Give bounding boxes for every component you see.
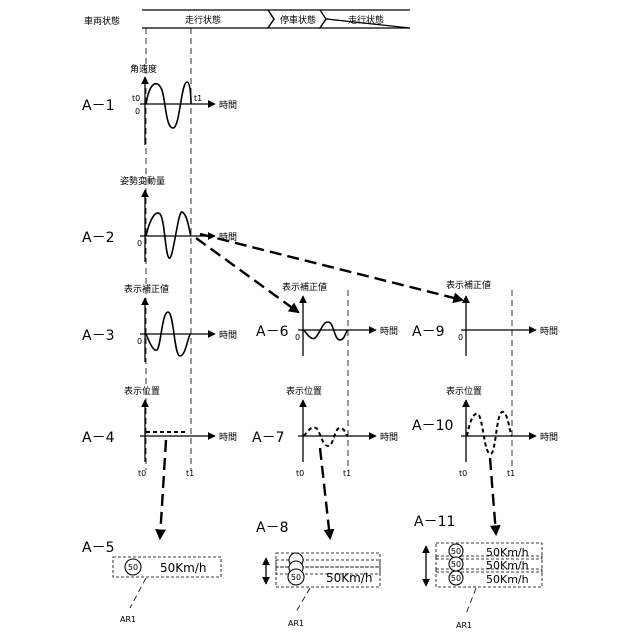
panel-label-a7: A－7	[252, 430, 284, 446]
speed-text-a11-top: 50Km/h	[486, 546, 529, 559]
panel-label-a5: A－5	[82, 540, 114, 556]
panel-a7: A－7 表示位置 時間 t0 t1	[252, 385, 398, 478]
panel-a5: A－5 50 50Km/h AR1	[82, 540, 221, 624]
sign-value-a5: 50	[128, 563, 138, 572]
speed-text-a11-bottom: 50Km/h	[486, 573, 529, 586]
panel-a10: A－10 表示位置 時間 t0 t1	[412, 385, 558, 478]
driving-state-2: 走行状態	[348, 14, 384, 26]
display-position-title-a4: 表示位置	[124, 385, 160, 397]
panel-a6: A－6 表示補正値 時間 0	[256, 281, 398, 356]
angular-velocity-wave	[146, 82, 191, 128]
posture-change-title: 姿勢変動量	[120, 175, 165, 187]
time-label-a7: 時間	[380, 432, 398, 443]
flow-arrow-a7-a8	[320, 448, 330, 538]
panel-label-a1: A－1	[82, 98, 114, 114]
panel-label-a10: A－10	[412, 418, 453, 434]
display-position-title-a7: 表示位置	[286, 385, 322, 397]
time-label-a9: 時間	[540, 326, 558, 337]
zero-label-a3: 0	[137, 337, 142, 346]
area-label-a11: AR1	[456, 621, 472, 630]
flow-arrow-a2-a6	[196, 238, 298, 312]
t1-label-a10: t1	[507, 469, 515, 478]
speed-text-a11-mid: 50Km/h	[486, 559, 529, 572]
zero-label-a6: 0	[295, 333, 300, 342]
panel-a4: A－4 表示位置 時間 t0 t1	[82, 385, 237, 478]
panel-label-a11: A－11	[414, 514, 455, 530]
time-label-a4: 時間	[219, 432, 237, 443]
speed-text-a8: 50Km/h	[326, 571, 372, 585]
sign-value-a11-bottom: 50	[451, 574, 461, 583]
zero-label-a1: 0	[135, 107, 140, 116]
vehicle-state-label: 車両状態	[84, 15, 120, 27]
zero-label-a9: 0	[458, 333, 463, 342]
time-label-a6: 時間	[380, 326, 398, 337]
panel-a9: A－9 表示補正値 時間 0	[412, 279, 558, 356]
t1-label-a1: t1	[194, 94, 202, 103]
time-label-a3: 時間	[219, 330, 237, 341]
panel-label-a9: A－9	[412, 324, 444, 340]
panel-a1: A－1 角速度 時間 0 t0 t1	[82, 63, 237, 145]
panel-label-a8: A－8	[256, 520, 288, 536]
stopped-state: 停車状態	[280, 14, 316, 26]
panel-a3: A－3 表示補正値 時間 0	[82, 283, 237, 362]
flow-arrow-a4-a5	[160, 440, 166, 538]
panel-a8: A－8 50 50Km/h AR1	[256, 520, 380, 628]
t0-label-a10: t0	[459, 469, 467, 478]
flow-arrows	[160, 234, 496, 538]
posture-change-wave	[146, 212, 191, 258]
panel-label-a6: A－6	[256, 324, 289, 340]
vehicle-state-header: 車両状態 走行状態 停車状態 走行状態	[84, 10, 410, 28]
time-label-a1: 時間	[219, 100, 237, 111]
angular-velocity-title: 角速度	[130, 63, 157, 75]
position-wave-a7	[304, 427, 348, 446]
t1-label-a4: t1	[186, 469, 194, 478]
speed-text-a5: 50Km/h	[160, 561, 206, 575]
display-position-title-a10: 表示位置	[446, 385, 482, 397]
sign-value-a8: 50	[291, 573, 301, 582]
t1-label-a7: t1	[343, 469, 351, 478]
correction-wave-a6	[304, 322, 348, 340]
display-correction-title-a6: 表示補正値	[282, 281, 327, 293]
area-label-a5: AR1	[120, 615, 136, 624]
t0-label-a7: t0	[296, 469, 304, 478]
sign-value-a11-mid: 50	[451, 560, 461, 569]
panel-label-a2: A－2	[82, 230, 114, 246]
time-label-a10: 時間	[540, 432, 558, 443]
display-correction-title-a3: 表示補正値	[124, 283, 169, 295]
position-wave-a10	[467, 412, 512, 454]
panel-label-a4: A－4	[82, 430, 115, 446]
flow-arrow-a2-a9	[200, 234, 462, 300]
panel-a11: A－11 50 50Km/h 50 50Km/h 50 50Km/h AR1	[414, 514, 542, 630]
zero-label-a2: 0	[137, 239, 142, 248]
t0-label-a1: t0	[132, 94, 140, 103]
display-correction-title-a9: 表示補正値	[446, 279, 491, 291]
flow-arrow-a10-a11	[490, 458, 496, 534]
area-label-a8: AR1	[288, 619, 304, 628]
panel-label-a3: A－3	[82, 328, 114, 344]
panel-a2: A－2 姿勢変動量 時間 0	[82, 175, 237, 262]
sign-value-a11-top: 50	[451, 547, 461, 556]
t0-label-a4: t0	[138, 469, 146, 478]
driving-state-1: 走行状態	[185, 14, 221, 26]
